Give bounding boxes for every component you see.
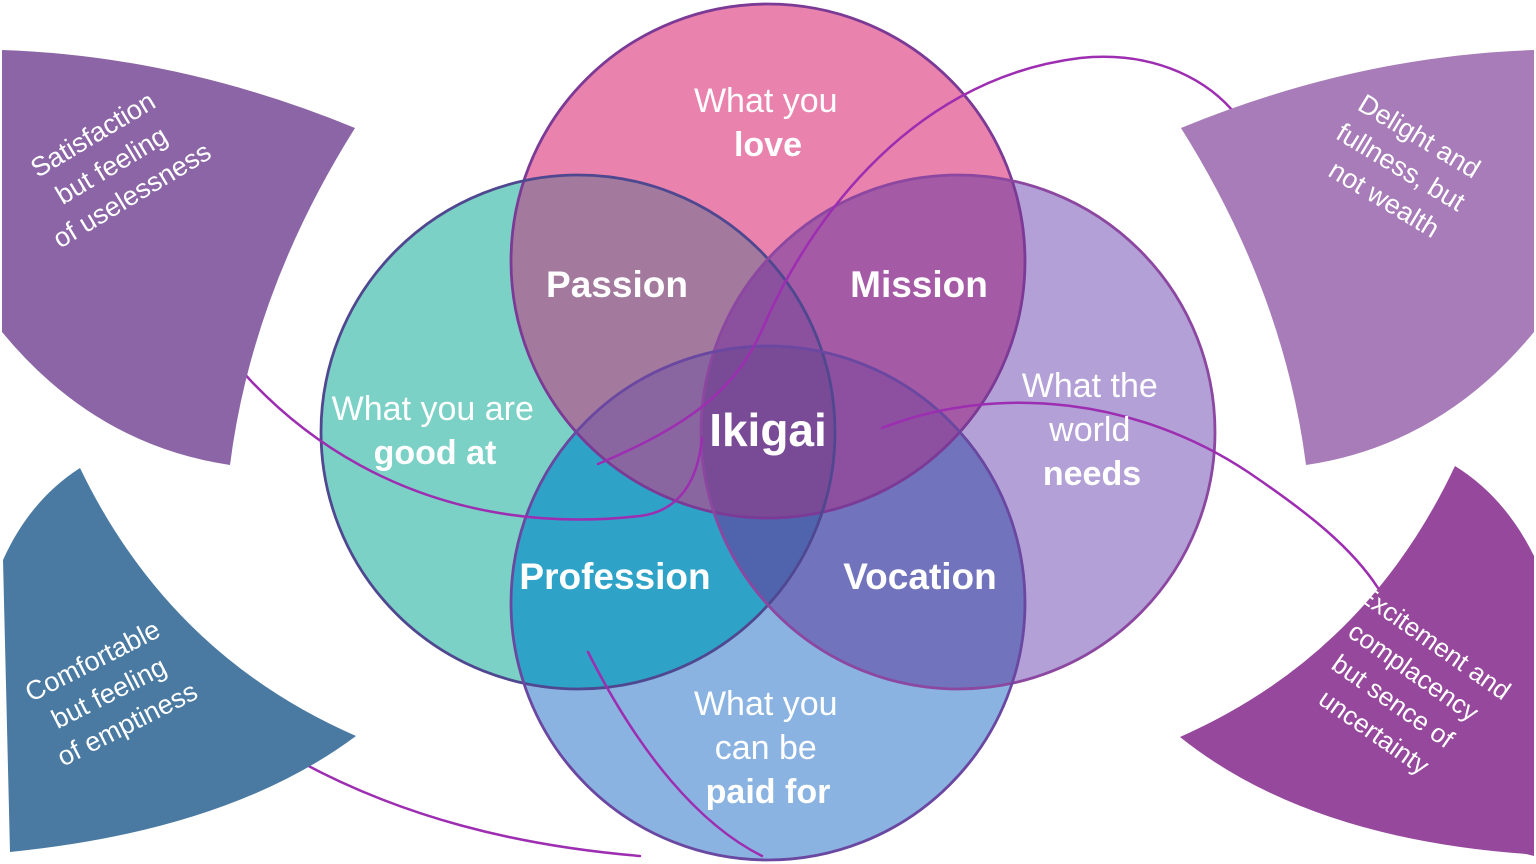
swoosh-top-right (596, 55, 1239, 466)
petal-regions (576, 258, 960, 606)
region-passion (510, 174, 768, 432)
wedge-bottom-left (3, 468, 356, 852)
region-profession (510, 432, 768, 690)
label-what-you-are-good-at: What you are good at (332, 390, 539, 472)
outline-paid-for-circle (509, 344, 1027, 862)
region-petal-south (713, 512, 823, 606)
label-love-line2: love (734, 126, 802, 164)
label-paid-for-line1: What you (694, 685, 838, 723)
label-world-needs-line3: needs (1043, 455, 1141, 493)
label-vocation: Vocation (843, 556, 997, 597)
label-wedge-top-right: Delight and fullness, but not wealth (1313, 86, 1493, 250)
label-world-needs-line2: world (1048, 411, 1130, 449)
wedge-bottom-right (1180, 466, 1534, 856)
label-profession: Profession (519, 556, 710, 597)
label-what-you-love: What you love (694, 82, 842, 164)
swoosh-bottom-center (586, 650, 764, 858)
corner-wedges (2, 50, 1534, 856)
outline-love-circle (509, 2, 1027, 520)
region-petal-west (576, 351, 714, 513)
swoosh-bottom-right (880, 401, 1380, 590)
outline-good-at-circle (319, 173, 837, 691)
region-petal-east (822, 351, 960, 513)
label-what-the-world-needs: What the world needs (1022, 367, 1163, 493)
circle-labels: What you love What you are good at What … (332, 82, 1163, 811)
region-ikigai-center (700, 345, 836, 519)
label-world-needs-line1: What the (1022, 367, 1158, 405)
region-vocation (768, 432, 1026, 690)
swoosh-bottom-left (288, 754, 642, 858)
label-passion: Passion (546, 264, 688, 305)
label-ikigai: Ikigai (709, 404, 827, 456)
overlap-regions (510, 174, 1026, 690)
label-paid-for-line2: can be (715, 729, 817, 767)
label-paid-for-line3: paid for (706, 773, 831, 811)
label-love-line1: What you (694, 82, 838, 120)
region-petal-north (713, 258, 823, 352)
wedge-top-left (2, 50, 355, 465)
label-good-at-line1: What you are (332, 390, 534, 428)
label-good-at-line2: good at (374, 434, 497, 472)
outline-world-needs-circle (699, 173, 1217, 691)
wedge-top-right (1181, 50, 1534, 465)
overlap-labels: Passion Mission Profession Vocation Ikig… (519, 264, 996, 597)
circle-outlines (319, 2, 1217, 862)
wedge-labels: Satisfaction but feeling of uselessness … (20, 86, 1516, 781)
label-mission: Mission (850, 264, 988, 305)
label-what-you-can-be-paid-for: What you can be paid for (694, 685, 842, 811)
region-mission (768, 174, 1026, 432)
